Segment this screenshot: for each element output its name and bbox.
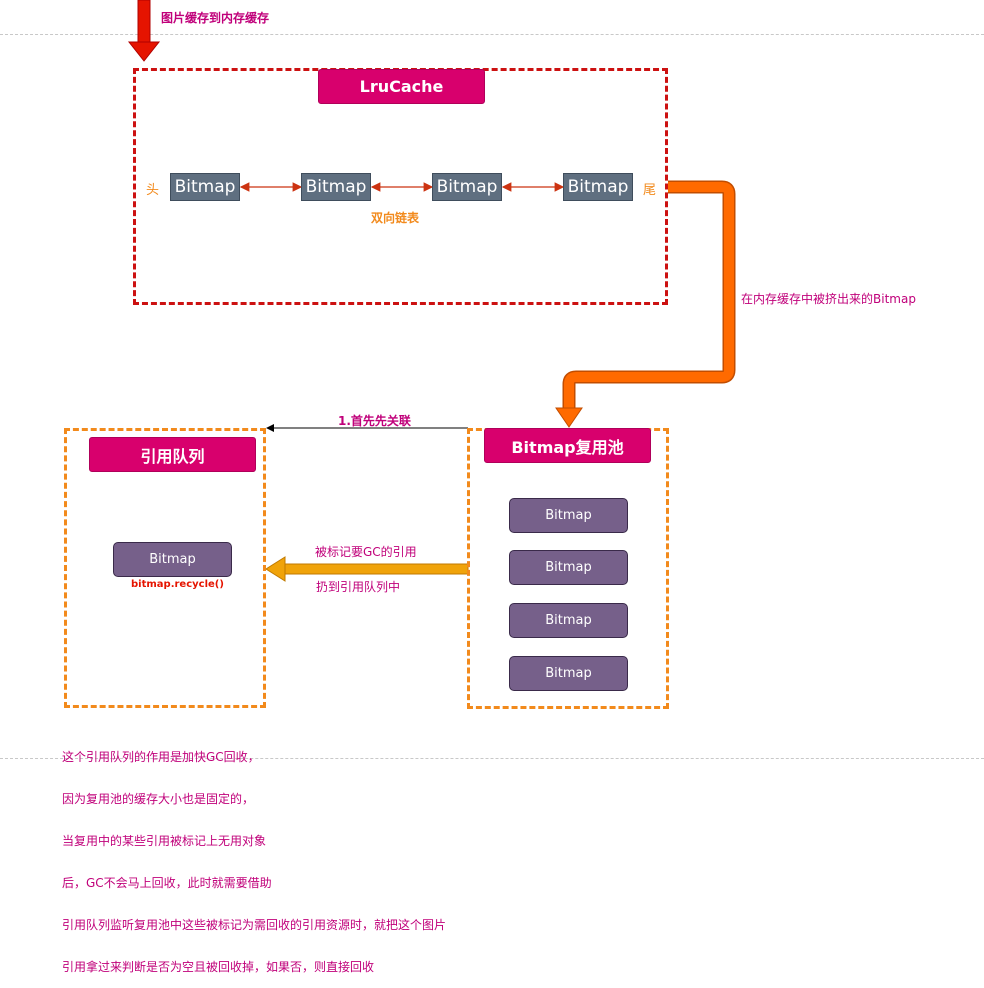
- guide-line-bottom: [0, 758, 984, 759]
- pool-bitmap: Bitmap: [509, 498, 628, 533]
- note-line: 引用拿过来判断是否为空且被回收掉，如果否，则直接回收: [62, 960, 375, 974]
- connector-layer: [127, 0, 736, 582]
- list-node-bitmap: Bitmap: [432, 173, 502, 201]
- lrucache-title: LruCache: [318, 69, 485, 104]
- throw-to-queue-label: 扔到引用队列中: [316, 580, 401, 594]
- explanation-note: 这个引用队列的作用是加快GC回收， 因为复用池的缓存大小也是固定的， 当复用中的…: [62, 722, 446, 988]
- pool-bitmap: Bitmap: [509, 603, 628, 638]
- list-head-label: 头: [146, 183, 160, 198]
- list-node-bitmap: Bitmap: [301, 173, 371, 201]
- note-line: 这个引用队列的作用是加快GC回收，: [62, 750, 260, 764]
- note-line: 后，GC不会马上回收，此时就需要借助: [62, 876, 272, 890]
- evict-arrow: [555, 180, 736, 428]
- guide-line-top: [0, 34, 984, 35]
- move-arrow: [265, 556, 469, 582]
- reference-queue-title: 引用队列: [89, 437, 256, 472]
- list-node-bitmap: Bitmap: [170, 173, 240, 201]
- reference-queue-container: [64, 428, 266, 708]
- pool-bitmap: Bitmap: [509, 656, 628, 691]
- list-tail-label: 尾: [643, 183, 657, 198]
- evicted-bitmap-label: 在内存缓存中被挤出来的Bitmap: [741, 292, 916, 306]
- bitmap-pool-title: Bitmap复用池: [484, 428, 651, 463]
- pool-bitmap: Bitmap: [509, 550, 628, 585]
- linked-list-label: 双向链表: [371, 211, 420, 225]
- entry-arrow: [127, 0, 161, 62]
- link-step-label: 1.首先先关联: [338, 414, 411, 428]
- note-line: 引用队列监听复用池中这些被标记为需回收的引用资源时，就把这个图片: [62, 918, 447, 932]
- note-line: 当复用中的某些引用被标记上无用对象: [62, 834, 267, 848]
- note-line: 因为复用池的缓存大小也是固定的，: [62, 792, 255, 806]
- queue-bitmap: Bitmap: [113, 542, 232, 577]
- recycle-call-label: bitmap.recycle(): [131, 579, 224, 590]
- cache-entry-label: 图片缓存到内存缓存: [161, 11, 270, 25]
- marked-reference-label: 被标记要GC的引用: [315, 545, 417, 559]
- list-node-bitmap: Bitmap: [563, 173, 633, 201]
